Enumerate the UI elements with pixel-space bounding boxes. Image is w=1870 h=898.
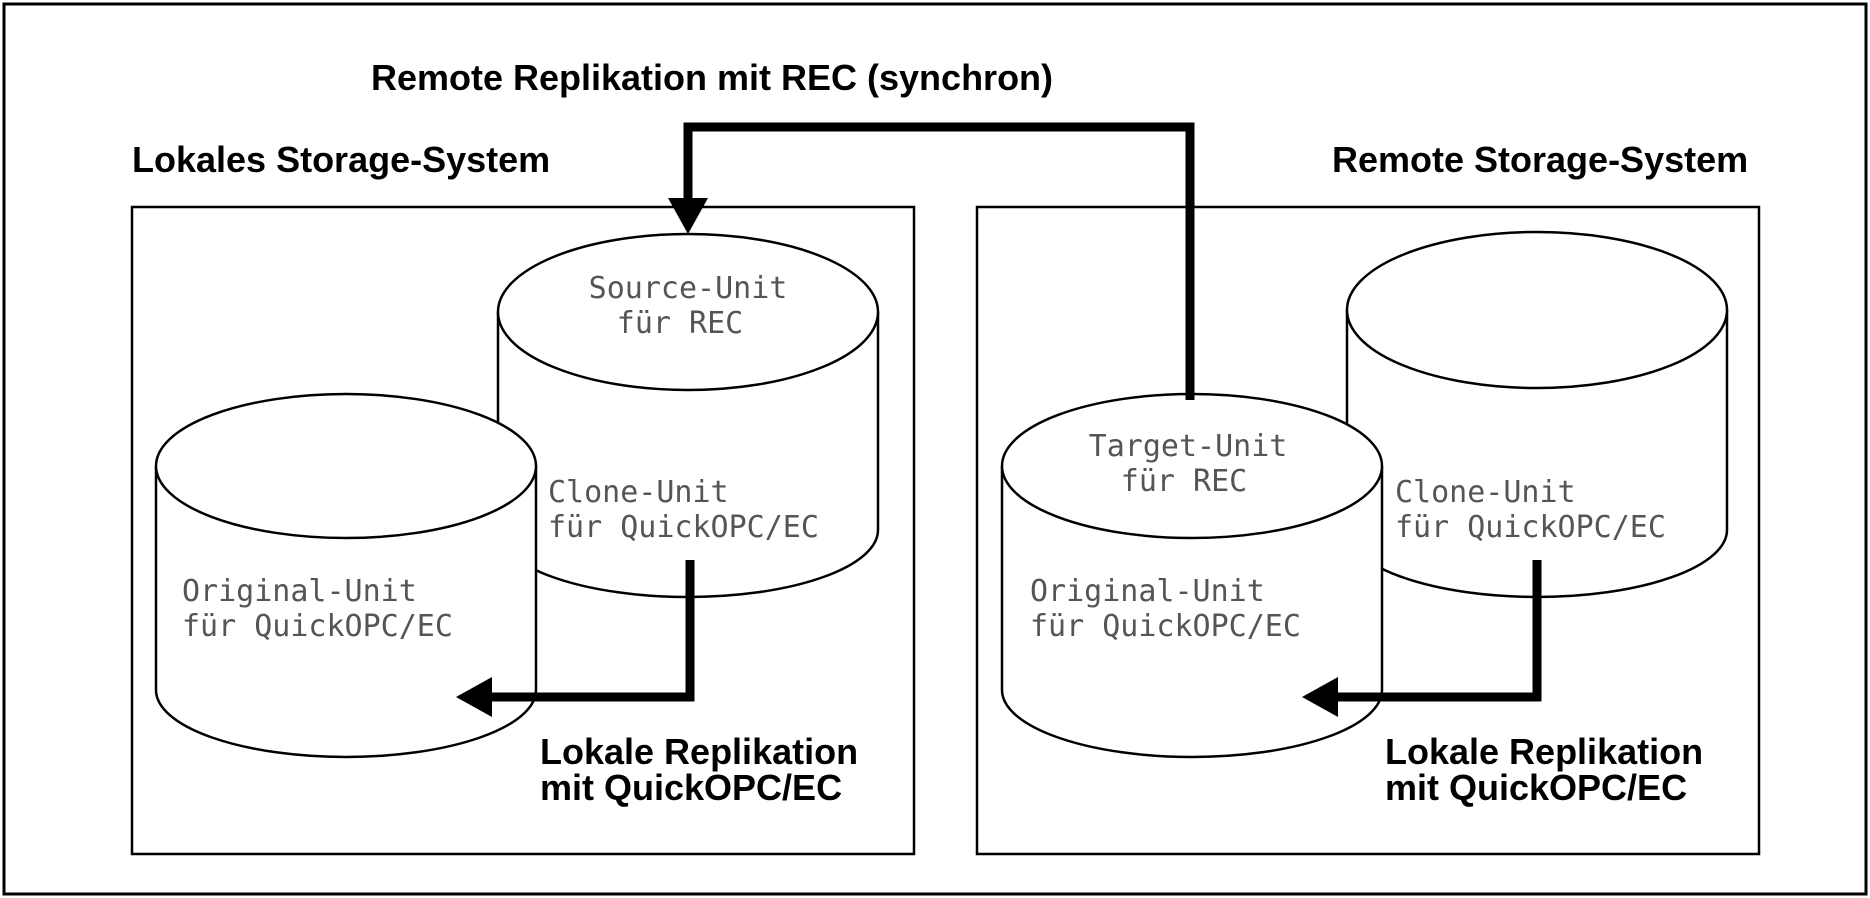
left-local-replication-label-2: mit QuickOPC/EC (540, 767, 842, 808)
remote-replication-line (683, 122, 1195, 400)
right-original-unit-label-2: für QuickOPC/EC (1030, 609, 1301, 644)
right-clone-unit-label-2: für QuickOPC/EC (1395, 510, 1666, 545)
left-clone-unit-label-2: für QuickOPC/EC (548, 510, 819, 545)
left-local-replication-arrow (490, 560, 695, 702)
left-local-replication-arrowhead (456, 677, 492, 717)
right-original-unit-label-1: Original-Unit (1030, 574, 1265, 609)
remote-replication-label: Remote Replikation mit REC (synchron) (371, 57, 1053, 98)
target-original-cylinder (1000, 392, 1384, 759)
left-original-unit-label-1: Original-Unit (182, 574, 417, 609)
left-local-replication-label-1: Lokale Replikation (540, 731, 858, 772)
left-original-cylinder (154, 392, 538, 759)
target-unit-label-2: für REC (1121, 464, 1247, 499)
remote-system-box (975, 205, 1761, 856)
right-local-replication-label-1: Lokale Replikation (1385, 731, 1703, 772)
source-unit-label-2: für REC (617, 306, 743, 341)
local-system-title: Lokales Storage-System (132, 139, 550, 180)
right-local-replication-label-2: mit QuickOPC/EC (1385, 767, 1687, 808)
right-local-replication-arrow (1338, 560, 1542, 702)
right-local-replication-arrowhead (1302, 677, 1338, 717)
right-clone-unit-label-1: Clone-Unit (1395, 475, 1576, 510)
source-unit-label-1: Source-Unit (589, 271, 788, 306)
source-clone-cylinder (496, 232, 880, 599)
left-clone-unit-label-1: Clone-Unit (548, 475, 729, 510)
remote-replication-arrowhead (668, 198, 708, 234)
target-unit-label-1: Target-Unit (1089, 429, 1288, 464)
left-original-unit-label-2: für QuickOPC/EC (182, 609, 453, 644)
local-system-box (130, 205, 916, 856)
right-clone-cylinder (1345, 230, 1729, 599)
remote-system-title: Remote Storage-System (1332, 139, 1748, 180)
